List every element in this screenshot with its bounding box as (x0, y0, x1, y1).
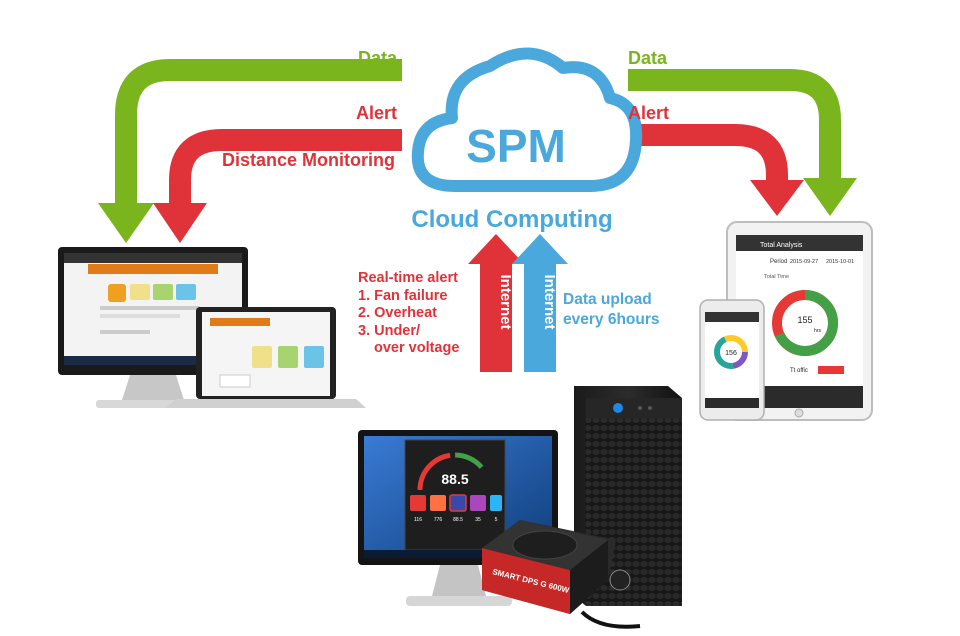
desktop-monitor (58, 247, 248, 408)
monitor-stat-2: 776 (434, 517, 443, 523)
cloud-subtitle: Cloud Computing (411, 206, 612, 233)
monitor-gauge-value: 88.5 (441, 471, 468, 487)
upload-line-2: every 6hours (563, 311, 660, 328)
alert-item: 2. Overheat (358, 305, 437, 321)
monitor-stat-1: 116 (414, 517, 422, 523)
internet-upload-arrow (512, 234, 568, 372)
tablet-footer: Tt offic (790, 368, 808, 374)
internet-alert-arrow (468, 234, 524, 372)
left-data-label: Data (358, 48, 398, 68)
tablet-donut-value: 155 (797, 315, 812, 325)
cloud-icon (411, 47, 643, 192)
internet-upload-label: Internet (541, 274, 558, 329)
tablet-period-start: 2015-09-27 (790, 259, 818, 265)
right-alert-arrow (628, 124, 804, 216)
realtime-alert-list: Real-time alert 1. Fan failure 2. Overhe… (358, 270, 459, 358)
left-alert-arrow (153, 129, 402, 243)
laptop (166, 307, 366, 408)
right-data-arrow (628, 69, 857, 216)
alert-heading: Real-time alert (358, 270, 458, 286)
tablet-period-label: Period (770, 259, 787, 265)
upload-line-1: Data upload (563, 291, 652, 308)
tablet-donut-unit: hrs (814, 328, 821, 334)
right-alert-label: Alert (628, 103, 670, 123)
left-data-arrow (98, 59, 402, 243)
right-data-label: Data (628, 48, 668, 68)
data-upload-note: Data upload every 6hours (563, 290, 693, 330)
tablet-donut-green (772, 290, 838, 356)
phone: 156 (699, 299, 765, 421)
left-alert-label: Alert (356, 103, 398, 123)
alert-item: 3. Under/ (358, 322, 421, 339)
cloud-title: SPM (466, 120, 566, 172)
alert-item: over voltage (374, 340, 460, 356)
power-supply: SMART DPS G 600W (482, 520, 641, 629)
alert-item: 1. Fan failure (358, 287, 448, 304)
monitor-stat-3: 88.5 (453, 517, 463, 523)
internet-alert-label: Internet (497, 274, 514, 329)
monitor-stat-4: 35 (475, 517, 481, 523)
tablet-total-time: Total Time (764, 274, 789, 280)
tablet-title: Total Analysis (760, 242, 803, 249)
distance-monitoring-label: Distance Monitoring (222, 150, 396, 170)
tablet-period-end: 2015-10-01 (826, 259, 854, 265)
bottom-monitor: 88.5 116 776 88.5 35 5 (358, 430, 558, 606)
monitor-stat-5: 5 (495, 517, 498, 523)
phone-donut-value: 156 (725, 350, 737, 357)
